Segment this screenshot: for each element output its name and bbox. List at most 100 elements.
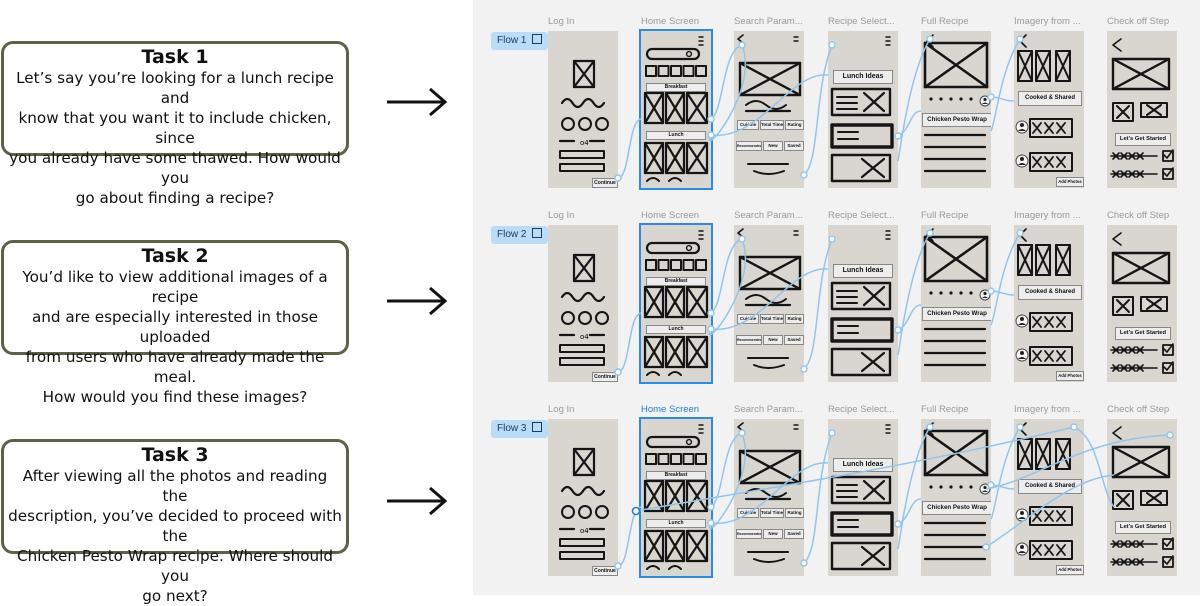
task-line: How would you find these images? xyxy=(42,388,308,406)
sort-recommended: Recommended xyxy=(736,335,762,345)
add-photos-button: Add Photos xyxy=(1056,177,1084,187)
sort-saved: Saved xyxy=(784,141,804,151)
frame-label: Imagery from ... xyxy=(1014,404,1081,415)
task-line: You’d like to view additional images of … xyxy=(22,268,328,306)
flow-tag[interactable]: Flow 3 xyxy=(491,420,549,438)
task-title: Task 3 xyxy=(141,444,209,466)
filter-cuisine: Cuisine xyxy=(737,314,759,324)
sort-new: New xyxy=(763,529,783,539)
frame-label: Recipe Select... xyxy=(828,210,895,221)
category-lunch: Lunch xyxy=(646,131,706,140)
continue-button: Continue xyxy=(592,566,618,576)
continue-button: Continue xyxy=(592,178,618,188)
task-title: Task 2 xyxy=(141,245,209,267)
filter-total-time: Total Time xyxy=(760,508,784,518)
prototype-frame[interactable]: Chicken Pesto Wrap xyxy=(921,225,991,382)
wireframe-sketch xyxy=(923,34,991,173)
prototype-frame[interactable]: Let's Get Started xyxy=(1107,419,1177,576)
wireframe-sketch xyxy=(830,36,894,183)
frame-label: Check off Step xyxy=(1107,210,1170,221)
wireframe-sketch xyxy=(830,230,894,377)
filter-cuisine: Cuisine xyxy=(737,120,759,130)
wireframe-sketch: o4 xyxy=(558,59,609,172)
lets-get-started-button: Let's Get Started xyxy=(1115,133,1171,146)
recipe-title-chicken-pesto-wrap: Chicken Pesto Wrap xyxy=(922,113,991,127)
wireframe-sketch xyxy=(1015,228,1073,366)
filter-rating: Rating xyxy=(785,314,804,324)
frame-label: Recipe Select... xyxy=(828,16,895,27)
frame-label: Imagery from ... xyxy=(1014,210,1081,221)
lets-get-started-button: Let's Get Started xyxy=(1115,521,1171,534)
svg-text:o4: o4 xyxy=(580,527,589,535)
prototype-frame[interactable]: Let's Get Started xyxy=(1107,31,1177,188)
flow-name: Flow 2 xyxy=(497,229,527,240)
sort-new: New xyxy=(763,141,783,151)
wireframe-sketch xyxy=(737,34,802,175)
continue-button: Continue xyxy=(592,372,618,382)
task-title: Task 1 xyxy=(141,46,209,68)
frame-label: Imagery from ... xyxy=(1014,16,1081,27)
flow-tag[interactable]: Flow 1 xyxy=(491,32,549,50)
frame-label: Full Recipe xyxy=(921,16,969,27)
add-photos-button: Add Photos xyxy=(1056,565,1084,575)
cooked-shared-header: Cooked & Shared xyxy=(1018,91,1082,106)
recipe-title-chicken-pesto-wrap: Chicken Pesto Wrap xyxy=(922,307,991,321)
prototype-frame[interactable]: Chicken Pesto Wrap xyxy=(921,419,991,576)
wireframe-sketch xyxy=(737,422,802,563)
prototype-frame[interactable]: Let's Get Started xyxy=(1107,225,1177,382)
lunch-ideas-header: Lunch Ideas xyxy=(833,70,893,84)
prototype-frame[interactable]: Lunch Ideas xyxy=(828,31,898,188)
sort-recommended: Recommended xyxy=(736,141,762,151)
flow-play-icon xyxy=(532,422,543,432)
task-line: from users who have already made the mea… xyxy=(25,348,325,386)
wireframe-sketch xyxy=(643,424,709,570)
wireframe-sketch xyxy=(1110,38,1174,180)
prototype-frame[interactable]: Chicken Pesto Wrap xyxy=(921,31,991,188)
prototype-frame[interactable]: Lunch Ideas xyxy=(828,419,898,576)
filter-rating: Rating xyxy=(785,120,804,130)
task-line: you already have some thawed. How would … xyxy=(9,149,341,187)
filter-total-time: Total Time xyxy=(760,120,784,130)
filter-total-time: Total Time xyxy=(760,314,784,324)
task-line: Chicken Pesto Wrap recipe. Where should … xyxy=(17,547,333,585)
wireframe-sketch xyxy=(923,422,991,561)
flow-play-icon xyxy=(532,228,543,238)
lunch-ideas-header: Lunch Ideas xyxy=(833,264,893,278)
flow-tag[interactable]: Flow 2 xyxy=(491,226,549,244)
frame-label: Check off Step xyxy=(1107,404,1170,415)
wireframe-sketch xyxy=(643,36,709,182)
flow-name: Flow 3 xyxy=(497,423,527,434)
filter-cuisine: Cuisine xyxy=(737,508,759,518)
frame-label: Recipe Select... xyxy=(828,404,895,415)
frame-label: Home Screen xyxy=(641,16,700,27)
flow-play-icon xyxy=(532,34,543,44)
category-breakfast: Breakfast xyxy=(646,471,706,480)
recipe-title-chicken-pesto-wrap: Chicken Pesto Wrap xyxy=(922,501,991,515)
task-line: go about finding a recipe? xyxy=(75,189,275,207)
wireframe-sketch: o4 xyxy=(558,253,609,366)
frame-label: Search Param... xyxy=(734,404,803,415)
task-card-3: Task 3 After viewing all the photos and … xyxy=(1,439,349,605)
arrow-right-icon xyxy=(387,87,448,117)
frame-label: Search Param... xyxy=(734,210,803,221)
category-lunch: Lunch xyxy=(646,519,706,528)
arrow-right-icon xyxy=(387,286,448,316)
cooked-shared-header: Cooked & Shared xyxy=(1018,479,1082,494)
add-photos-button: Add Photos xyxy=(1056,371,1084,381)
prototype-frame[interactable]: Lunch Ideas xyxy=(828,225,898,382)
wireframe-sketch xyxy=(1015,34,1073,172)
svg-text:o4: o4 xyxy=(580,139,589,147)
task-card-2: Task 2 You’d like to view additional ima… xyxy=(1,240,349,406)
